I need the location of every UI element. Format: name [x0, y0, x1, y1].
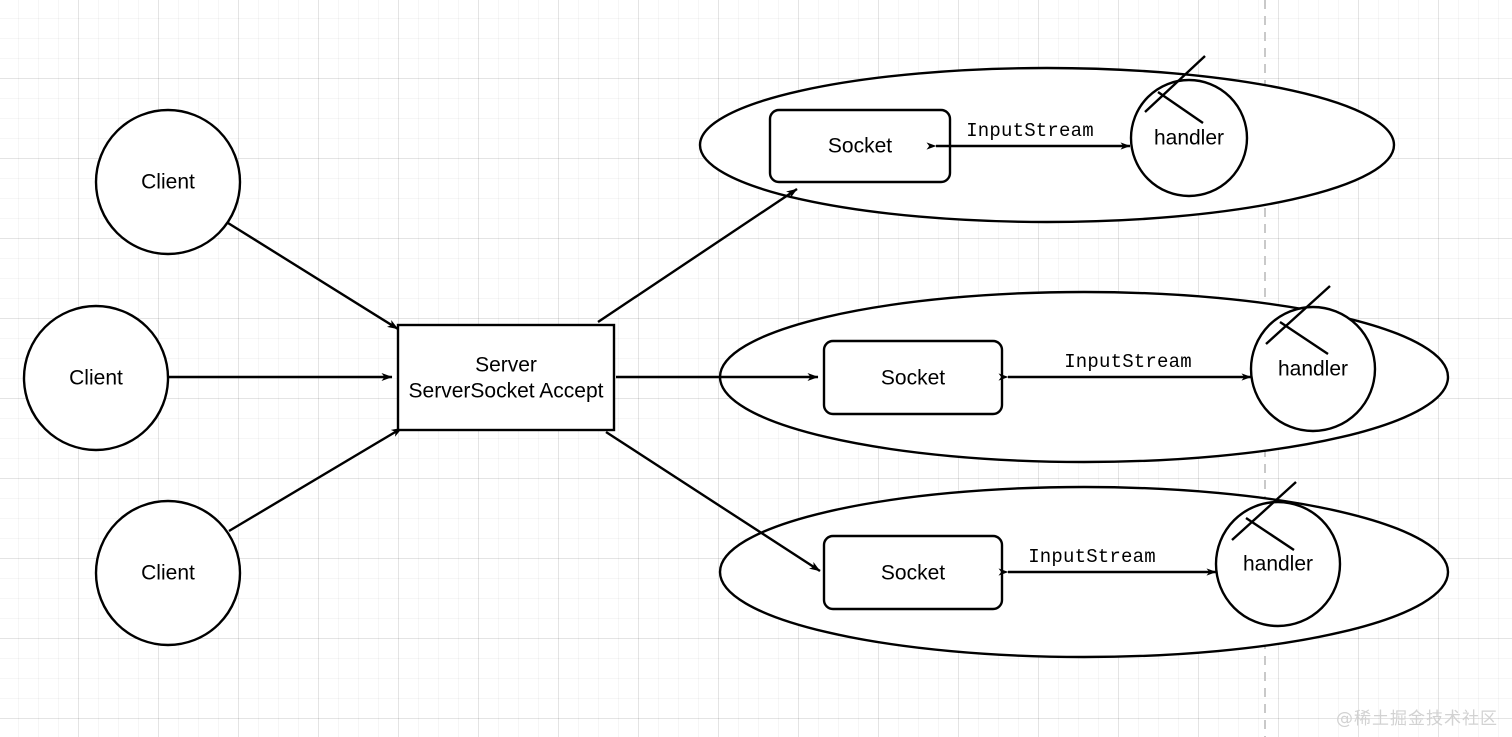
- socket1-handler1-stream: InputStream: [926, 120, 1131, 150]
- handler-circle-3[interactable]: [1214, 500, 1342, 628]
- server-to-socket3-arrow: [605, 430, 821, 573]
- socket-node-1[interactable]: Socket: [768, 108, 952, 184]
- server-box[interactable]: [396, 323, 616, 432]
- client3-to-server-arrow: [228, 426, 403, 533]
- socket2-handler2-stream: InputStream: [998, 351, 1252, 381]
- handler-sketch-stroke-2b: [1279, 321, 1329, 355]
- client-circle-bottom[interactable]: [94, 499, 242, 647]
- connection-group-2: Socket handler InputStream: [718, 285, 1450, 464]
- socket3-handler3-stream: InputStream: [998, 546, 1217, 576]
- handler-sketch-stroke-1a: [1144, 55, 1206, 113]
- watermark: @稀土掘金技术社区: [1336, 709, 1498, 729]
- client-node-middle[interactable]: Client: [22, 304, 170, 452]
- handler-circle-2[interactable]: [1249, 305, 1377, 433]
- connection-group-1: Socket handler InputStream: [698, 55, 1396, 224]
- handler-node-3[interactable]: handler: [1214, 481, 1342, 628]
- client-circle-top[interactable]: [94, 108, 242, 256]
- handler-sketch-stroke-3a: [1231, 481, 1297, 541]
- client-label-top: Client: [141, 171, 195, 194]
- socket-label-3: Socket: [881, 562, 945, 585]
- handler-label-1: handler: [1154, 127, 1224, 150]
- client-node-top[interactable]: Client: [94, 108, 242, 256]
- inputstream-label-3: InputStream: [1028, 546, 1156, 568]
- inputstream-label-1: InputStream: [966, 120, 1094, 142]
- connection-group-3: Socket handler InputStream: [718, 481, 1450, 659]
- handler-sketch-stroke-3b: [1245, 517, 1295, 551]
- socket-label-2: Socket: [881, 367, 945, 390]
- client-node-bottom[interactable]: Client: [94, 499, 242, 647]
- handler-node-1[interactable]: handler: [1129, 55, 1249, 198]
- socket-node-3[interactable]: Socket: [822, 534, 1004, 611]
- server-node[interactable]: Server ServerSocket Accept: [396, 323, 616, 432]
- server-label-line1: Server: [475, 354, 537, 377]
- handler-label-3: handler: [1243, 553, 1313, 576]
- server-to-socket1-arrow: [597, 188, 798, 323]
- client1-to-server-arrow: [227, 221, 399, 331]
- client-label-bottom: Client: [141, 562, 195, 585]
- socket-node-2[interactable]: Socket: [822, 339, 1004, 416]
- handler-sketch-stroke-2a: [1265, 285, 1331, 345]
- socket-label-1: Socket: [828, 135, 892, 158]
- server-label-line2: ServerSocket Accept: [409, 380, 604, 403]
- handler-label-2: handler: [1278, 358, 1348, 381]
- handler-sketch-stroke-1b: [1157, 91, 1204, 124]
- inputstream-label-2: InputStream: [1064, 351, 1192, 373]
- handler-circle-1[interactable]: [1129, 78, 1249, 198]
- handler-node-2[interactable]: handler: [1249, 285, 1377, 433]
- client-label-middle: Client: [69, 367, 123, 390]
